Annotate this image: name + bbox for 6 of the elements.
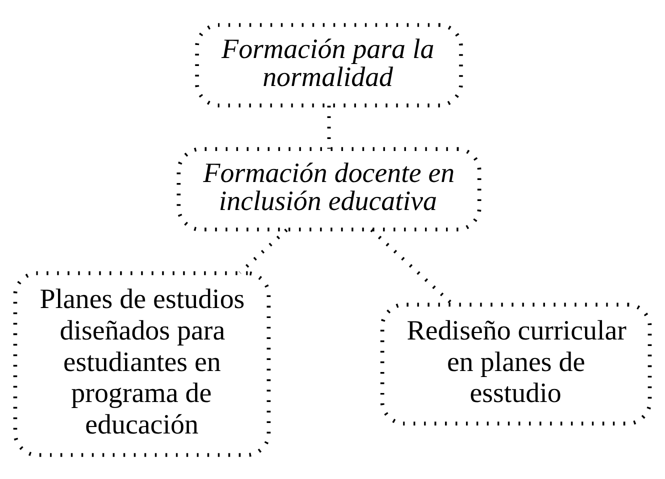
node-box: Formación docente en inclusión educativa bbox=[176, 146, 482, 231]
node-box: Rediseño curricular en planes de esstudio bbox=[380, 302, 652, 425]
node-box: Formación para la normalidad bbox=[195, 22, 463, 107]
connector bbox=[370, 228, 454, 305]
connector bbox=[238, 228, 288, 274]
node-box: Planes de estudios diseñados para estudiantes en programa de educación bbox=[13, 270, 271, 456]
